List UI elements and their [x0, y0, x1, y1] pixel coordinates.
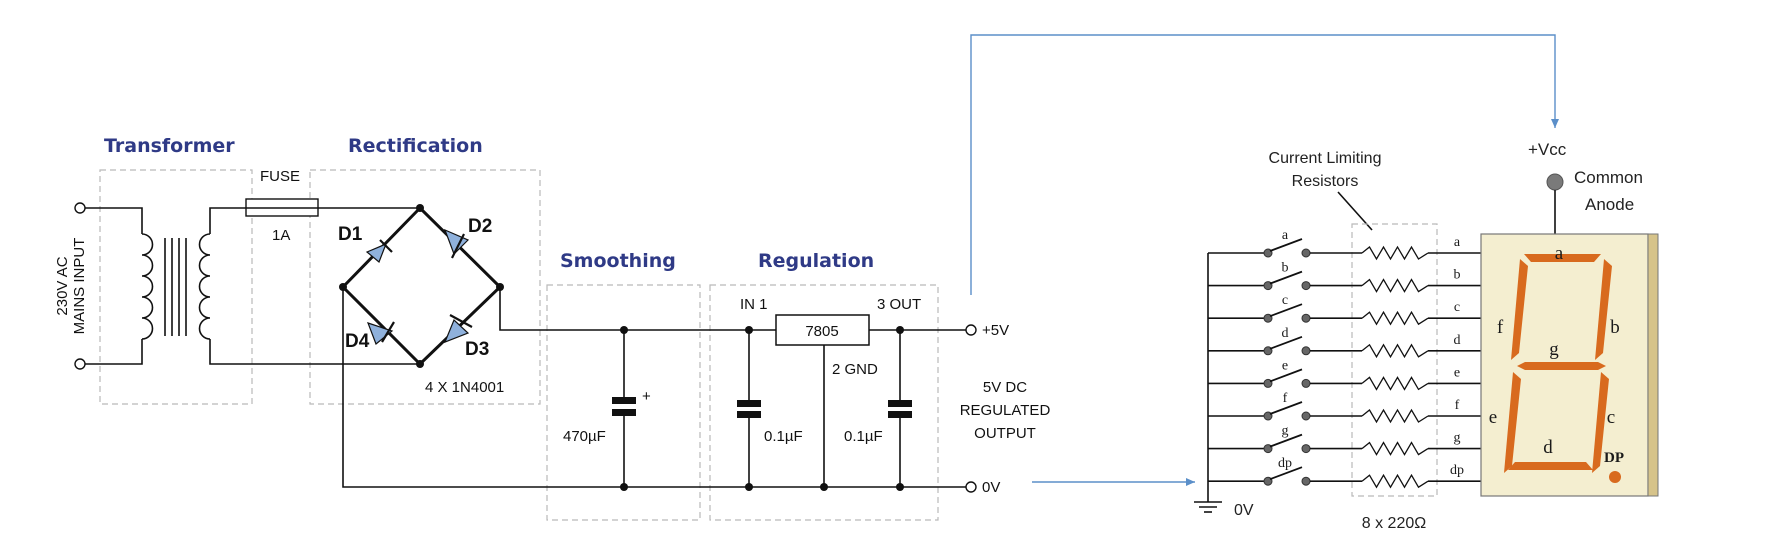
resistor-value: 8 x 220Ω	[1362, 515, 1426, 532]
output-terminals: +5V 0V 5V DC REGULATED OUTPUT	[960, 322, 1051, 496]
segment-label-a: a	[1555, 243, 1564, 264]
smoothing-capacitor: + 470µF	[563, 330, 651, 487]
smoothing-cap-value: 470µF	[563, 428, 606, 445]
ground-label: 0V	[1234, 502, 1254, 519]
resistors-label-line2: Resistors	[1292, 173, 1359, 190]
diode-d2	[443, 228, 470, 259]
resistor-box	[1351, 223, 1438, 497]
segment-dp	[1609, 471, 1621, 483]
diode-d1	[365, 239, 393, 263]
segment-g	[1517, 362, 1606, 370]
label-d4: D4	[345, 331, 370, 352]
heading-regulation: Regulation	[758, 250, 874, 272]
display-circuit: Current Limiting Resistors +Vcc Common A…	[1194, 140, 1659, 532]
segment-f	[1511, 259, 1528, 360]
switch-label-g: g	[1282, 424, 1289, 439]
diode-type: 4 X 1N4001	[425, 379, 504, 396]
switch-label-b: b	[1282, 261, 1289, 276]
pin-label-f: f	[1455, 398, 1460, 413]
segment-label-c: c	[1607, 407, 1615, 428]
fuse-label: FUSE	[260, 168, 300, 185]
regulator-pin-gnd: 2 GND	[832, 361, 878, 378]
diode-d3	[443, 314, 473, 344]
transformer-symbol	[141, 207, 420, 365]
smoothing-cap-polarity: +	[642, 388, 651, 405]
regulator-pin-out: 3 OUT	[877, 296, 921, 313]
output-label-line1: 5V DC	[983, 379, 1027, 396]
resistors-label-line1: Current Limiting	[1269, 150, 1382, 167]
regulation-stage: 7805 IN 1 3 OUT 2 GND 0.1µF 0.1µF	[737, 296, 921, 487]
segment-label-b: b	[1610, 317, 1620, 338]
segment-label-d: d	[1543, 437, 1553, 458]
pin-label-d: d	[1454, 333, 1461, 348]
display-segments	[1504, 254, 1621, 483]
link-arrows	[970, 34, 1559, 486]
pin-label-c: c	[1454, 300, 1460, 315]
switch-label-c: c	[1282, 293, 1288, 308]
pin-label-b: b	[1454, 268, 1461, 283]
mains-label-line2: MAINS INPUT	[71, 238, 88, 335]
vcc-label: +Vcc	[1528, 140, 1567, 159]
segment-label-g: g	[1549, 339, 1559, 360]
pin-label-e: e	[1454, 365, 1460, 380]
switch-label-f: f	[1283, 391, 1288, 406]
switch-label-a: a	[1282, 228, 1289, 243]
segment-label-dp: DP	[1604, 450, 1624, 466]
regulator-7805	[775, 314, 870, 346]
regulator-pin-in: IN 1	[740, 296, 768, 313]
segment-c	[1592, 372, 1609, 473]
switch-label-d: d	[1282, 326, 1289, 341]
rectification-box	[309, 169, 541, 405]
pin-label-dp: dp	[1450, 463, 1464, 478]
heading-smoothing: Smoothing	[560, 250, 676, 272]
switch-row-dp: dp dp	[1208, 456, 1481, 489]
segment-a	[1524, 254, 1601, 262]
diode-d4	[366, 321, 395, 345]
switch-label-e: e	[1282, 358, 1288, 373]
pin-label-g: g	[1454, 431, 1461, 446]
regulator-part: 7805	[805, 323, 838, 340]
common-anode-line1: Common	[1574, 168, 1643, 187]
label-d2: D2	[468, 216, 492, 237]
smoothing-box	[546, 284, 701, 521]
segment-e	[1504, 372, 1521, 473]
regulation-box	[709, 284, 939, 521]
segment-b	[1595, 259, 1612, 360]
output-label-line3: OUTPUT	[974, 425, 1036, 442]
label-d1: D1	[338, 224, 363, 245]
mains-label-line1: 230V AC	[54, 256, 71, 315]
output-zero: 0V	[982, 479, 1000, 496]
segment-label-f: f	[1497, 317, 1504, 338]
segment-label-e: e	[1489, 407, 1497, 428]
label-d3: D3	[465, 339, 489, 360]
segment-d	[1508, 462, 1593, 470]
mains-input: 230V AC MAINS INPUT	[54, 202, 143, 370]
pin-label-a: a	[1454, 235, 1461, 250]
switch-label-dp: dp	[1278, 456, 1292, 471]
output-cap-value: 0.1µF	[844, 428, 883, 445]
output-label-line2: REGULATED	[960, 402, 1051, 419]
output-plus: +5V	[982, 322, 1009, 339]
input-cap-value: 0.1µF	[764, 428, 803, 445]
fuse: FUSE 1A	[245, 168, 420, 244]
fuse-rating: 1A	[272, 227, 290, 244]
dc-rails	[342, 287, 966, 491]
heading-rectification: Rectification	[348, 135, 483, 157]
heading-transformer: Transformer	[104, 135, 235, 157]
transformer-box	[99, 169, 253, 405]
bridge-rectifier: D1 D2 D4 D3 4 X 1N4001	[338, 204, 504, 396]
common-anode-line2: Anode	[1585, 195, 1634, 214]
